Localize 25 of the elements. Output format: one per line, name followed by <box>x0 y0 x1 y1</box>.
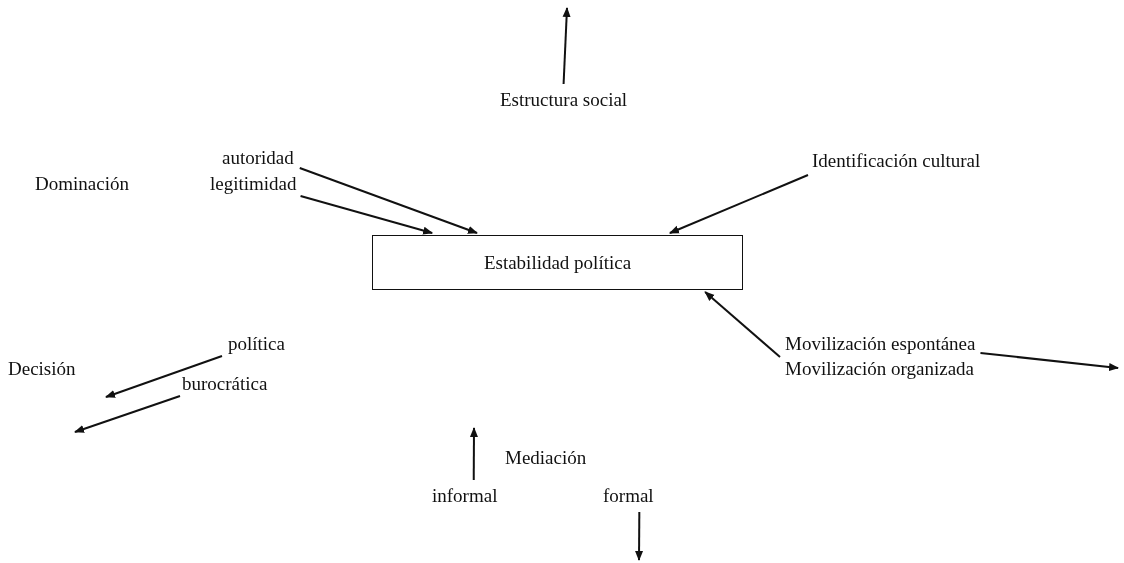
node-label: Estructura social <box>500 88 628 112</box>
category-label: Decisión <box>8 357 76 381</box>
arrow <box>668 174 809 234</box>
category-label: Dominación <box>35 172 129 196</box>
node-label: informal <box>432 484 498 508</box>
node-label: autoridad <box>222 146 294 170</box>
arrow <box>979 352 1119 371</box>
arrow <box>704 291 781 358</box>
node-label: burocrática <box>182 372 268 396</box>
arrow <box>299 195 434 235</box>
arrow <box>74 395 181 433</box>
box-title: Estabilidad política <box>483 251 632 274</box>
arrow <box>562 7 571 85</box>
arrow <box>635 511 644 561</box>
category-label: Mediación <box>505 446 587 470</box>
arrow <box>469 427 478 481</box>
arrow <box>105 355 223 398</box>
process-box <box>372 235 743 290</box>
node-label: política <box>228 332 285 356</box>
node-label: Movilización espontánea <box>785 332 976 356</box>
node-label: formal <box>603 484 654 508</box>
node-label: legitimidad <box>210 172 297 196</box>
node-label: Movilización organizada <box>785 357 975 381</box>
arrow <box>298 167 478 234</box>
node-label: Identificación cultural <box>812 149 981 173</box>
